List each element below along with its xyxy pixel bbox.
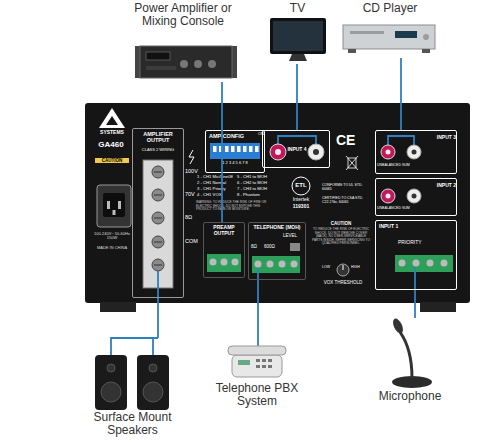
panel-label: SYSTEMS bbox=[92, 130, 132, 136]
panel-label: 2 - CH1 Normal bbox=[197, 181, 235, 186]
panel-label: 5 - CH1 to MOH bbox=[237, 175, 269, 180]
input-section: INPUT 4 bbox=[262, 130, 330, 168]
panel-label: HIGH bbox=[351, 266, 369, 270]
panel-label: 600Ω bbox=[264, 244, 282, 249]
node-text: CD Player bbox=[340, 2, 440, 15]
panel-label: CAUTION bbox=[95, 158, 129, 163]
node-text: INPUT 4 bbox=[284, 147, 310, 153]
tv-art bbox=[270, 18, 326, 61]
weee-symbol bbox=[346, 156, 358, 170]
panel-label: LOW bbox=[322, 266, 336, 270]
panel-label: LEVEL bbox=[283, 233, 305, 238]
panel-label: 6 - CH2 to MOH bbox=[237, 181, 269, 186]
panel-label: PRIORITY bbox=[398, 240, 438, 246]
output-section: AMPLIFIER OUTPUT bbox=[132, 128, 184, 298]
preamp-section: PREAMP OUTPUT bbox=[203, 222, 245, 278]
power-inlet bbox=[97, 185, 131, 227]
node-text: Power Amplifier or Mixing Console bbox=[128, 2, 238, 29]
telephone-art bbox=[228, 338, 286, 377]
node-text: PREAMP OUTPUT bbox=[205, 225, 243, 236]
panel-label: 1 2 3 4 5 6 7 8 bbox=[209, 161, 261, 165]
panel-label: WARNING: TO REDUCE THE RISK OF FIRE OR E… bbox=[196, 201, 268, 212]
panel-label: ETL bbox=[291, 182, 311, 189]
panel-label: CAUTION bbox=[312, 221, 370, 226]
panel-label: TO REDUCE THE RISK OF ELECTRIC SHOCK, DO… bbox=[312, 228, 370, 246]
panel-label: CLASS 2 WIRING bbox=[133, 148, 183, 152]
cd-player-art bbox=[343, 25, 435, 53]
node-text: TV bbox=[265, 2, 330, 15]
panel-label: 3 - CH1 Priority bbox=[197, 187, 235, 192]
device-node: TV bbox=[265, 2, 330, 64]
panel-label: CONFORMS TO UL STD. 60065 bbox=[322, 184, 370, 192]
panel-label: 8 - Phantom bbox=[237, 193, 269, 198]
panel-label: 100-240V~ 50-60Hz 150W bbox=[90, 232, 134, 241]
panel-label: UNBALANCED SUM bbox=[377, 164, 413, 168]
node-text: GA460 bbox=[90, 141, 132, 150]
speaker-terminal bbox=[143, 160, 173, 298]
panel-label: 7 - CH3 to MOH bbox=[237, 187, 269, 192]
panel-label: MADE IN CHINA bbox=[90, 246, 134, 250]
config-section: AMP CONFIG bbox=[205, 130, 265, 173]
panel-label: 1 - CH1 Mic/Line0ff bbox=[197, 175, 235, 180]
device-node: Microphone bbox=[372, 318, 448, 410]
panel-foot bbox=[100, 302, 136, 312]
vox-knob bbox=[337, 264, 349, 276]
panel-label: COM bbox=[185, 238, 205, 244]
input-section: INPUT 2 bbox=[375, 178, 457, 216]
node-text: Surface Mount Speakers bbox=[85, 411, 180, 438]
panel-label: 100V bbox=[185, 168, 205, 174]
panel-label: 8Ω bbox=[185, 214, 205, 220]
telephone-section: TELEPHONE (MOH) bbox=[248, 222, 306, 280]
node-text: TELEPHONE (MOH) bbox=[249, 225, 305, 231]
amplifier-panel: GA460AMPLIFIER OUTPUT AMP CONFIG PREAMP OU… bbox=[85, 103, 470, 303]
panel-label: VOX THRESHOLD bbox=[312, 280, 374, 285]
panel-label: CE bbox=[336, 133, 368, 149]
node-text: Microphone bbox=[372, 390, 448, 403]
node-text: INPUT 2 bbox=[426, 183, 456, 189]
microphone-art bbox=[391, 317, 432, 388]
node-text: INPUT 1 bbox=[379, 224, 409, 230]
preamp-terminal bbox=[207, 254, 241, 272]
panel-label: Intertek bbox=[283, 197, 319, 203]
panel-foot bbox=[420, 302, 456, 312]
speakers-art bbox=[95, 325, 169, 410]
device-node: Surface Mount Speakers bbox=[85, 325, 180, 446]
panel-label: 4 - CH1 VOX bbox=[197, 193, 235, 198]
node-text: AMP CONFIG bbox=[209, 133, 253, 139]
device-node: CD Player bbox=[340, 2, 440, 58]
panel-label: 8Ω bbox=[251, 244, 263, 249]
input-section: INPUT 1 bbox=[375, 220, 457, 290]
panel-label: 119301 bbox=[283, 204, 319, 210]
device-node: Power Amplifier or Mixing Console bbox=[128, 2, 238, 82]
dip-switch bbox=[210, 143, 260, 159]
node-text: INPUT 3 bbox=[426, 135, 456, 141]
panel-label: CERTIFIED TO CSA STD. C22.2 No. 60065 bbox=[322, 197, 370, 205]
input-section: INPUT 3 bbox=[375, 130, 457, 174]
panel-label: ON bbox=[250, 132, 264, 136]
device-node: Telephone PBX System bbox=[212, 338, 302, 416]
panel-label: UNBALANCED SUM bbox=[377, 207, 413, 211]
power-amplifier-art bbox=[135, 46, 237, 78]
node-text: AMPLIFIER OUTPUT bbox=[134, 131, 182, 143]
node-text: Telephone PBX System bbox=[212, 382, 302, 409]
